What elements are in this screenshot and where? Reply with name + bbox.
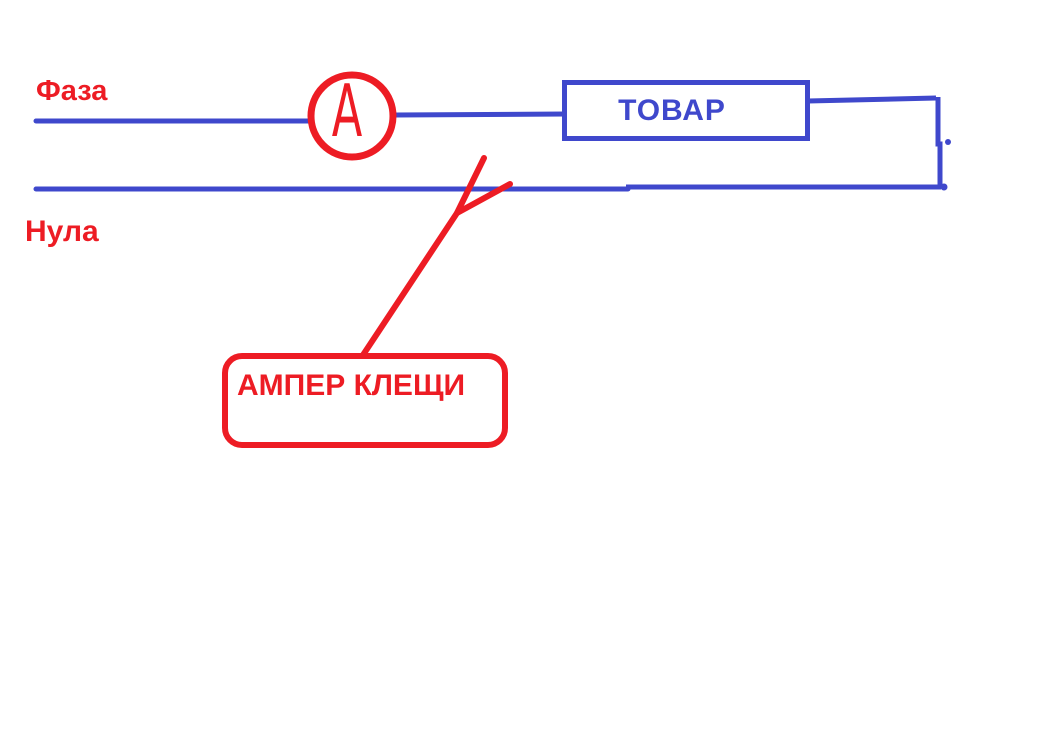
- ammeter-to-load-wire: [392, 111, 569, 118]
- ammeter-circle-icon: [307, 71, 397, 161]
- load-box: ТОВАР: [562, 80, 810, 141]
- load-box-label: ТОВАР: [618, 93, 726, 127]
- clamp-check-mark: [454, 181, 513, 216]
- wire-end-dot: [940, 183, 948, 191]
- neutral-label: Нула: [25, 215, 99, 248]
- right-vertical-wire: [935, 97, 943, 188]
- clamp-box-label: АМПЕР КЛЕЩИ: [237, 369, 466, 402]
- phase-label: Фаза: [36, 75, 108, 107]
- load-to-corner-wire: [807, 95, 937, 104]
- stray-dot: [945, 139, 951, 145]
- clamp-box: АМПЕР КЛЕЩИ: [222, 353, 508, 448]
- ammeter-symbol: А: [332, 70, 363, 154]
